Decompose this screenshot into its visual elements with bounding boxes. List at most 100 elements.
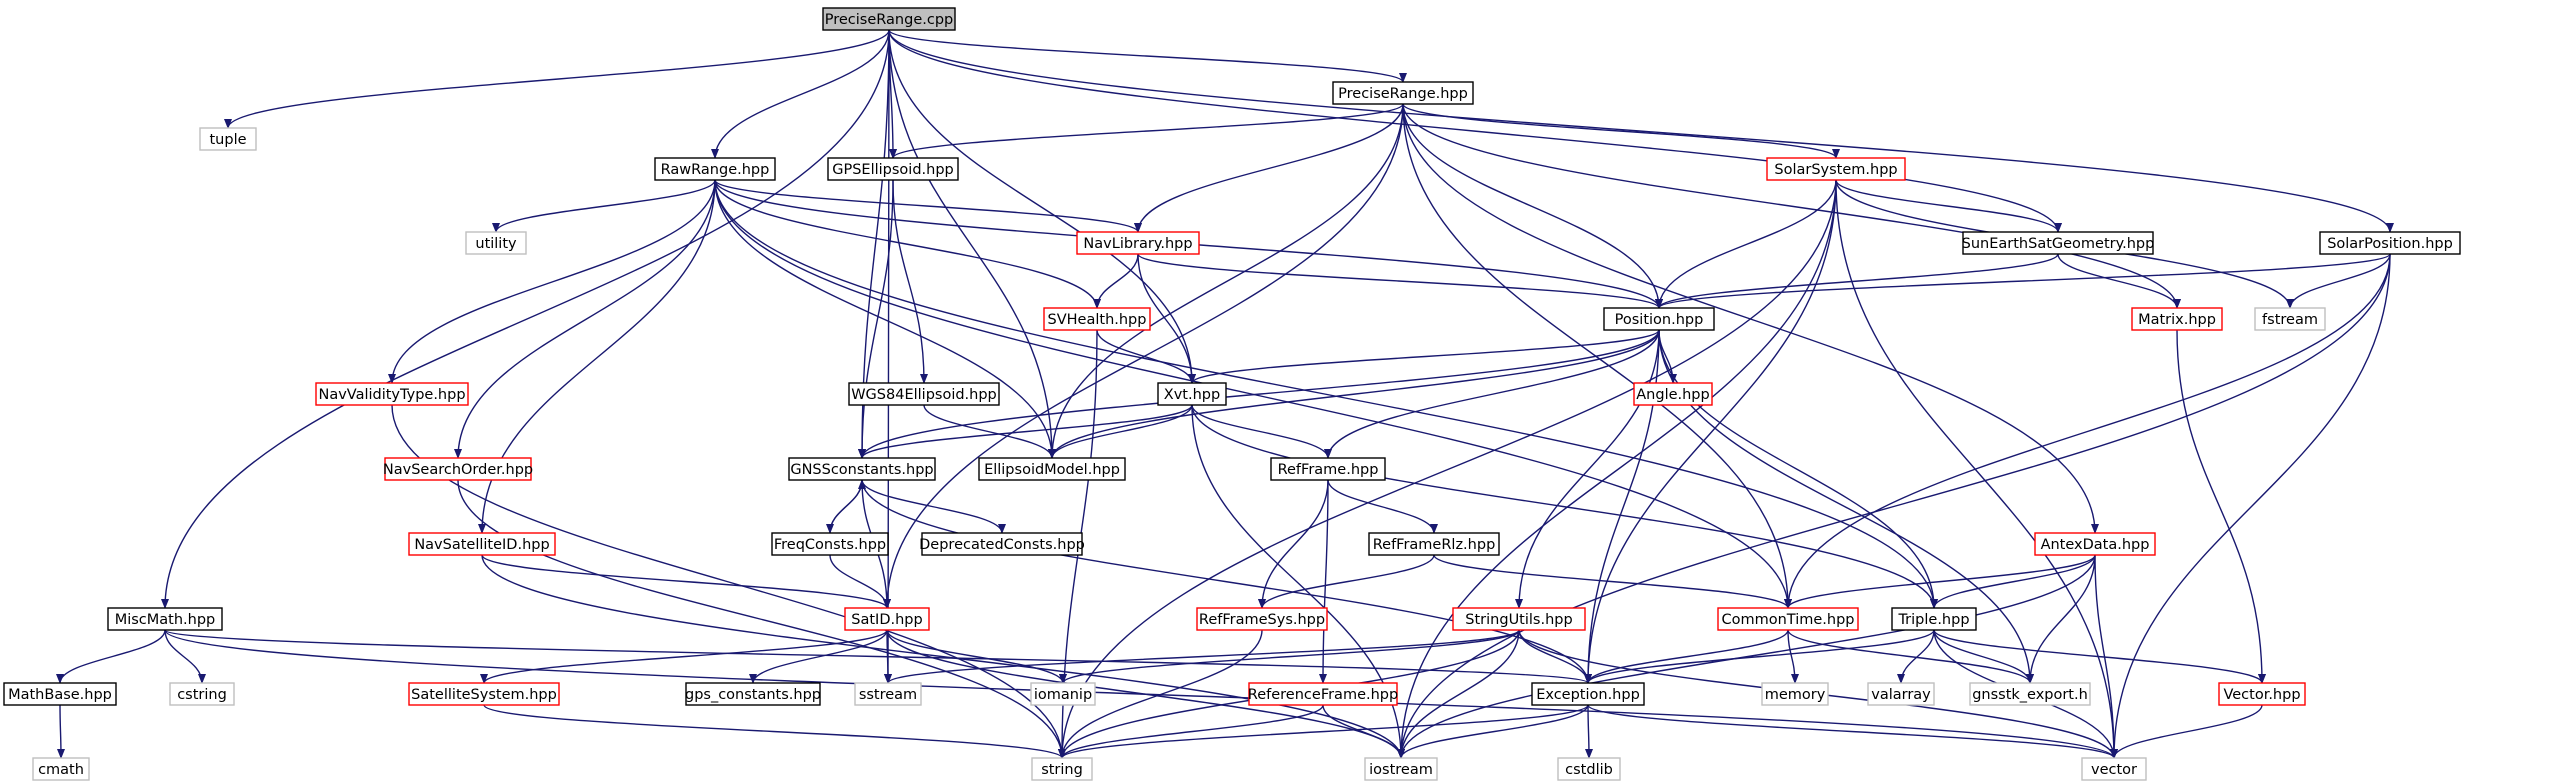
node-satellitesystem-hpp[interactable]: SatelliteSystem.hpp [408,682,560,706]
node-wgs84ellipsoid-hpp[interactable]: WGS84Ellipsoid.hpp [848,382,1000,406]
node-box [1157,382,1227,406]
edge-exception-hpp-to-vector [1587,704,2118,759]
node-refframerlz-hpp[interactable]: RefFrameRlz.hpp [1368,532,1500,556]
node-box [2218,682,2306,706]
node-box [1969,682,2091,706]
node-rawrange-hpp[interactable]: RawRange.hpp [654,157,776,181]
node-antexdata-hpp[interactable]: AntexData.hpp [2034,532,2156,556]
edge-position-hpp-to-stringutils-hpp [1515,329,1660,609]
node-gps-constants-hpp[interactable]: gps_constants.hpp [685,682,821,706]
node-box [384,457,532,481]
node-miscmath-hpp[interactable]: MiscMath.hpp [107,607,223,631]
edge-solarposition-hpp-to-iostream [1397,253,2391,759]
node-solarposition-hpp[interactable]: SolarPosition.hpp [2319,231,2461,255]
edge-stringutils-hpp-to-sstream [884,629,1520,684]
node-label: Vector.hpp [2223,687,2300,703]
node-refframe-hpp[interactable]: RefFrame.hpp [1270,457,1386,481]
node-label: MiscMath.hpp [115,612,216,628]
node-box [854,682,922,706]
node-gnsstk-export-h[interactable]: gnsstk_export.h [1969,682,2091,706]
edge-antexdata-hpp-to-commontime-hpp [1784,554,2096,609]
node-preciserange-hpp[interactable]: PreciseRange.hpp [1332,81,1474,105]
edge-preciserange-cpp-to-rawrange-hpp [711,29,890,159]
node-matrix-hpp[interactable]: Matrix.hpp [2131,307,2223,331]
node-box [1270,457,1386,481]
edge-refframe-hpp-to-referenceframe-hpp [1319,479,1329,684]
node-refframesys-hpp[interactable]: RefFrameSys.hpp [1196,607,1328,631]
node-label: SolarPosition.hpp [2327,236,2453,252]
edge-position-hpp-to-ellipsoidmodel-hpp [1048,329,1660,459]
node-label: RefFrameRlz.hpp [1373,537,1496,553]
node-triple-hpp[interactable]: Triple.hpp [1891,607,1977,631]
node-label: NavSearchOrder.hpp [383,462,533,478]
node-navsearchorder-hpp[interactable]: NavSearchOrder.hpp [383,457,533,481]
node-fstream[interactable]: fstream [2254,307,2326,331]
node-label: SolarSystem.hpp [1774,162,1897,178]
node-svhealth-hpp[interactable]: SVHealth.hpp [1043,307,1151,331]
edge-referenceframe-hpp-to-string [1058,704,1324,759]
edge-satid-hpp-to-gps-constants-hpp [749,629,888,684]
node-string[interactable]: string [1031,757,1093,781]
node-referenceframe-hpp[interactable]: ReferenceFrame.hpp [1248,682,1398,706]
node-box [2131,307,2223,331]
edge-preciserange-cpp-to-preciserange-hpp [888,29,1407,83]
node-iostream[interactable]: iostream [1364,757,1438,781]
node-stringutils-hpp[interactable]: StringUtils.hpp [1452,607,1586,631]
edge-antexdata-hpp-to-gnsstk-export-h [2026,554,2096,684]
node-vector-hpp[interactable]: Vector.hpp [2218,682,2306,706]
node-cstring[interactable]: cstring [169,682,235,706]
node-box [408,682,560,706]
node-label: gnsstk_export.h [1972,687,2088,703]
node-label: tuple [209,132,246,148]
edge-preciserange-hpp-to-navlibrary-hpp [1134,103,1404,233]
edge-preciserange-cpp-to-ellipsoidmodel-hpp [888,29,1056,459]
node-gnssconstants-hpp[interactable]: GNSSconstants.hpp [788,457,936,481]
node-label: ReferenceFrame.hpp [1248,687,1398,703]
node-box [1076,231,1200,255]
node-memory[interactable]: memory [1761,682,1829,706]
edge-miscmath-hpp-to-cstring [164,629,206,684]
node-exception-hpp[interactable]: Exception.hpp [1531,682,1645,706]
node-commontime-hpp[interactable]: CommonTime.hpp [1717,607,1859,631]
node-ellipsoidmodel-hpp[interactable]: EllipsoidModel.hpp [978,457,1126,481]
node-navlibrary-hpp[interactable]: NavLibrary.hpp [1076,231,1200,255]
node-valarray[interactable]: valarray [1867,682,1935,706]
node-utility[interactable]: utility [465,231,527,255]
edge-satellitesystem-hpp-to-string [483,704,1066,759]
node-vector[interactable]: vector [2081,757,2147,781]
node-label: SatelliteSystem.hpp [411,687,557,703]
node-label: Exception.hpp [1536,687,1640,703]
node-angle-hpp[interactable]: Angle.hpp [1633,382,1713,406]
node-cstdlib[interactable]: cstdlib [1557,757,1621,781]
edge-navsearchorder-hpp-to-string [457,479,1066,759]
edge-position-hpp-to-gnssconstants-hpp [858,329,1660,459]
node-solarsystem-hpp[interactable]: SolarSystem.hpp [1766,157,1906,181]
edge-navlibrary-hpp-to-xvt-hpp [1137,253,1196,384]
node-box [2081,757,2147,781]
nodes-layer: PreciseRange.cpp tuple PreciseRange.hppRaw… [3,7,2461,781]
node-box [978,457,1126,481]
node-box [107,607,223,631]
node-position-hpp[interactable]: Position.hpp [1603,307,1715,331]
node-label: EllipsoidModel.hpp [984,462,1120,478]
node-navvaliditytype-hpp[interactable]: NavValidityType.hpp [315,382,469,406]
node-box [1717,607,1859,631]
node-tuple[interactable]: tuple [199,127,257,151]
node-mathbase-hpp[interactable]: MathBase.hpp [3,682,117,706]
node-gpsellipsoid-hpp[interactable]: GPSEllipsoid.hpp [827,157,959,181]
node-label: PreciseRange.cpp [825,12,953,28]
node-satid-hpp[interactable]: SatID.hpp [844,607,930,631]
node-sunearthsatgeometry-hpp[interactable]: SunEarthSatGeometry.hpp [1962,231,2155,255]
node-box [1452,607,1586,631]
node-deprecatedconsts-hpp[interactable]: DeprecatedConsts.hpp [919,532,1085,556]
node-freqconsts-hpp[interactable]: FreqConsts.hpp [771,532,889,556]
node-cmath[interactable]: cmath [32,757,90,781]
node-preciserange-cpp[interactable]: PreciseRange.cpp [822,7,956,31]
node-sstream[interactable]: sstream [854,682,922,706]
node-xvt-hpp[interactable]: Xvt.hpp [1157,382,1227,406]
edge-xvt-hpp-to-triple-hpp [1191,404,1938,609]
node-iomanip[interactable]: iomanip [1030,682,1096,706]
edge-preciserange-hpp-to-solarsystem-hpp [1402,103,1840,159]
edge-preciserange-hpp-to-matrix-hpp [1402,103,2181,309]
node-navsatelliteid-hpp[interactable]: NavSatelliteID.hpp [408,532,556,556]
